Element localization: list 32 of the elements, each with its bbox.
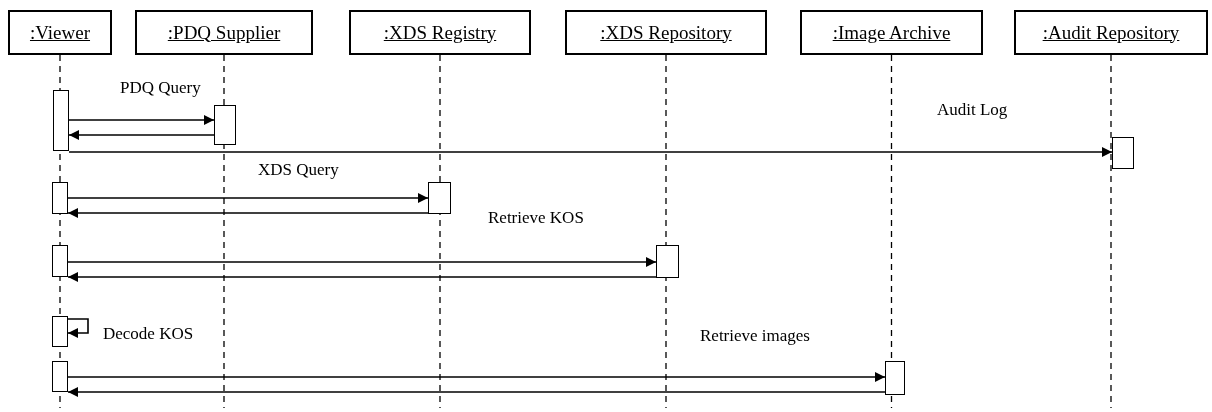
participant-box: :Image Archive xyxy=(800,10,983,55)
arrow xyxy=(67,272,657,282)
participant-box: :Audit Repository xyxy=(1014,10,1208,55)
edge-label: Retrieve images xyxy=(700,326,810,346)
edge-label: Audit Log xyxy=(937,100,1008,120)
activation-bar xyxy=(1112,137,1134,169)
arrow xyxy=(67,372,886,382)
activation-bar xyxy=(885,361,905,395)
arrow xyxy=(67,387,886,397)
arrow xyxy=(67,193,429,203)
edge-label: PDQ Query xyxy=(120,78,201,98)
participant-box: :PDQ Supplier xyxy=(135,10,313,55)
edge-label: Retrieve KOS xyxy=(488,208,584,228)
arrow xyxy=(67,318,89,338)
edge-label: Decode KOS xyxy=(103,324,194,344)
activation-bar xyxy=(52,182,68,214)
activation-bar xyxy=(214,105,236,145)
participant-box: :Viewer xyxy=(8,10,112,55)
activation-bar xyxy=(428,182,451,214)
arrow xyxy=(67,208,429,218)
activation-bar xyxy=(52,361,68,392)
activation-bar xyxy=(53,90,69,151)
activation-bar xyxy=(52,316,68,347)
activation-bar xyxy=(52,245,68,277)
participant-box: :XDS Registry xyxy=(349,10,531,55)
arrow xyxy=(68,130,215,140)
arrow xyxy=(68,147,1113,157)
arrow xyxy=(68,115,215,125)
activation-bar xyxy=(656,245,679,278)
participant-box: :XDS Repository xyxy=(565,10,767,55)
edge-label: XDS Query xyxy=(258,160,339,180)
arrow xyxy=(67,257,657,267)
